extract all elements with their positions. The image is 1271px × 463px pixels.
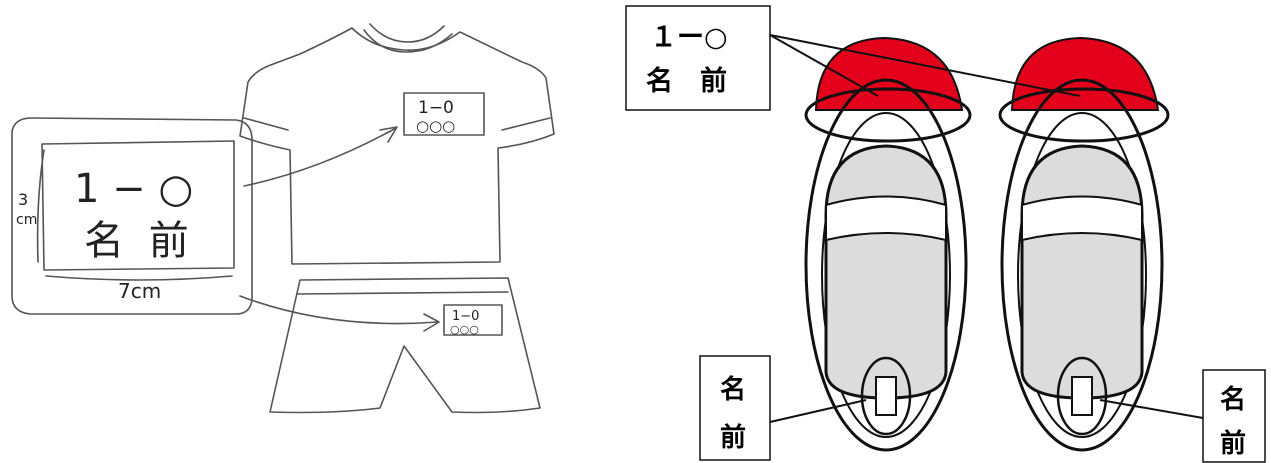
arrow-to-shorts <box>239 295 439 325</box>
right-shoe-outer <box>1000 78 1164 452</box>
left-shoe-heel-tab <box>875 376 897 416</box>
tshirt-collar <box>363 29 453 53</box>
left-heel-callout-char1: 名 <box>720 374 746 405</box>
leader-left-heel <box>769 399 867 423</box>
left-shoe-heel-circle <box>860 356 912 436</box>
left-shoe-insole <box>824 144 948 400</box>
right-shoe-inner-line <box>1017 112 1147 438</box>
leader-top-to-right-oval <box>769 34 1081 97</box>
left-heel-callout-box <box>699 355 771 461</box>
right-shoe-heel-tab <box>1071 376 1093 416</box>
right-heel-callout-char1: 名 <box>1220 384 1246 415</box>
shirt-tag-line1: 1−0 <box>418 98 454 118</box>
left-shoe-name-oval <box>804 87 972 143</box>
big-label-line2: 名 前 <box>84 218 195 264</box>
shorts-name-tag <box>443 304 503 336</box>
right-heel-callout-box <box>1202 369 1266 463</box>
arrow-to-shorts-head <box>423 313 440 332</box>
tshirt-collar-inner <box>369 23 445 43</box>
left-heel-callout-char2: 前 <box>720 422 746 453</box>
uniform-sketch <box>11 23 555 414</box>
leader-top-to-left-oval <box>769 34 879 97</box>
leader-right-heel <box>1099 399 1204 419</box>
shorts-outline <box>269 277 541 414</box>
shirt-tag-line2: ○○○ <box>416 117 455 135</box>
arrow-to-shirt <box>243 127 397 187</box>
shorts-tag-line2: ○○○ <box>450 323 479 336</box>
tshirt-right-cuff <box>501 117 551 131</box>
left-shoe <box>804 36 972 452</box>
shirt-name-tag <box>403 92 485 136</box>
big-label-line1: 1 − ○ <box>74 166 193 212</box>
arrow-to-shirt-head <box>379 126 398 143</box>
callout-leaders <box>769 34 1204 423</box>
right-shoe <box>998 36 1170 452</box>
right-shoe-name-oval <box>998 87 1170 143</box>
shorts-tag-line1: 1−0 <box>452 309 479 324</box>
width-label: 7cm <box>118 279 161 303</box>
left-shoe-outer <box>804 78 968 452</box>
top-callout-line2: 名 前 <box>646 65 727 97</box>
right-shoe-strap <box>1021 195 1143 242</box>
tshirt-left-cuff <box>243 117 289 131</box>
height-label: 3 <box>18 190 28 209</box>
height-bracket <box>36 149 45 263</box>
right-shoe-insole <box>1020 144 1144 400</box>
right-shoe-heel-circle <box>1056 356 1108 436</box>
label-inner-rect <box>41 140 235 271</box>
height-unit: cm <box>16 212 37 228</box>
right-heel-callout-char2: 前 <box>1220 428 1246 459</box>
left-shoe-strap <box>825 195 947 242</box>
width-bracket <box>45 275 233 281</box>
left-shoe-inner-line <box>821 112 951 438</box>
shorts-waistband <box>297 291 509 295</box>
tshirt-outline <box>239 27 555 265</box>
right-shoe-red-toe <box>1010 36 1160 111</box>
top-callout-box <box>625 5 771 111</box>
top-callout-line1: １ー○ <box>650 22 728 53</box>
